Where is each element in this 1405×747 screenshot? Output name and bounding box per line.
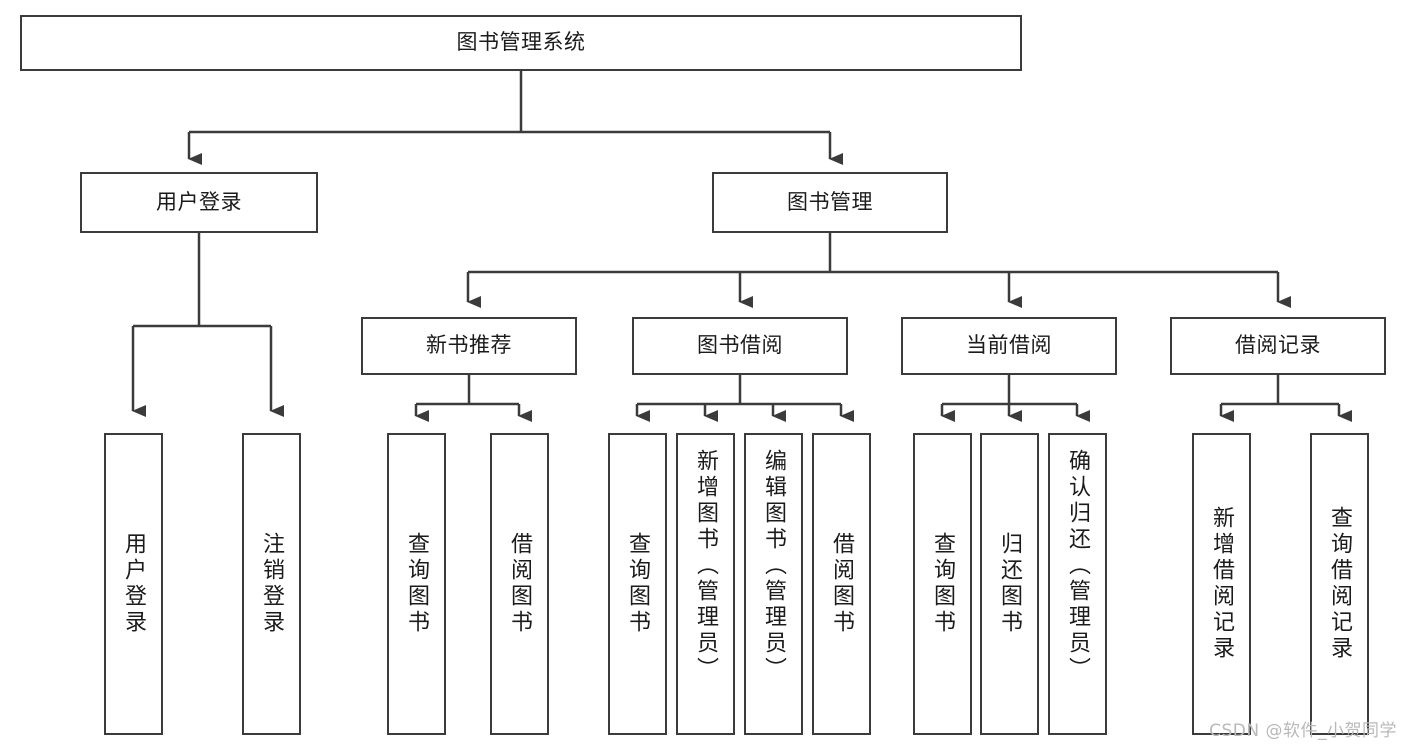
node-current-borrowing[interactable]: 当前借阅: [901, 317, 1117, 375]
node-label: 查询图书: [930, 532, 956, 636]
node-new-book-recommendation[interactable]: 新书推荐: [361, 317, 577, 375]
leaf-add-borrow-record[interactable]: 新增借阅记录: [1192, 433, 1251, 735]
node-book-management[interactable]: 图书管理: [712, 172, 948, 233]
node-label: 借阅记录: [1235, 333, 1321, 358]
node-user-login[interactable]: 用户登录: [80, 172, 318, 233]
node-label: 查询图书: [404, 532, 430, 636]
node-label: 编辑图书（管理员）: [761, 449, 787, 683]
node-label: 新增图书（管理员）: [693, 449, 719, 683]
leaf-add-book-admin[interactable]: 新增图书（管理员）: [676, 433, 735, 735]
leaf-confirm-return-admin[interactable]: 确认归还（管理员）: [1048, 433, 1107, 735]
node-root-book-management-system[interactable]: 图书管理系统: [20, 15, 1022, 71]
node-label: 当前借阅: [966, 333, 1052, 358]
leaf-borrow-books[interactable]: 借阅图书: [812, 433, 871, 735]
leaf-query-books-current[interactable]: 查询图书: [913, 433, 972, 735]
leaf-logout[interactable]: 注销登录: [242, 433, 301, 735]
leaf-query-books-borrow[interactable]: 查询图书: [608, 433, 667, 735]
node-label: 图书管理系统: [456, 30, 586, 55]
leaf-query-books-recommend[interactable]: 查询图书: [387, 433, 446, 735]
node-label: 用户登录: [156, 189, 242, 214]
leaf-query-borrow-record[interactable]: 查询借阅记录: [1310, 433, 1369, 735]
node-borrowing-records[interactable]: 借阅记录: [1170, 317, 1386, 375]
node-label: 归还图书: [997, 532, 1023, 636]
leaf-borrow-books-recommend[interactable]: 借阅图书: [490, 433, 549, 735]
node-label: 注销登录: [259, 532, 285, 636]
node-label: 图书借阅: [697, 333, 783, 358]
node-label: 查询借阅记录: [1327, 506, 1353, 662]
node-label: 借阅图书: [829, 532, 855, 636]
node-label: 确认归还（管理员）: [1065, 449, 1091, 683]
leaf-return-books[interactable]: 归还图书: [980, 433, 1039, 735]
node-label: 图书管理: [787, 189, 873, 214]
leaf-user-login[interactable]: 用户登录: [104, 433, 163, 735]
leaf-edit-book-admin[interactable]: 编辑图书（管理员）: [744, 433, 803, 735]
node-label: 借阅图书: [507, 532, 533, 636]
node-book-borrowing[interactable]: 图书借阅: [632, 317, 848, 375]
node-label: 查询图书: [625, 532, 651, 636]
node-label: 新书推荐: [426, 333, 512, 358]
node-label: 用户登录: [121, 532, 147, 636]
node-label: 新增借阅记录: [1209, 506, 1235, 662]
